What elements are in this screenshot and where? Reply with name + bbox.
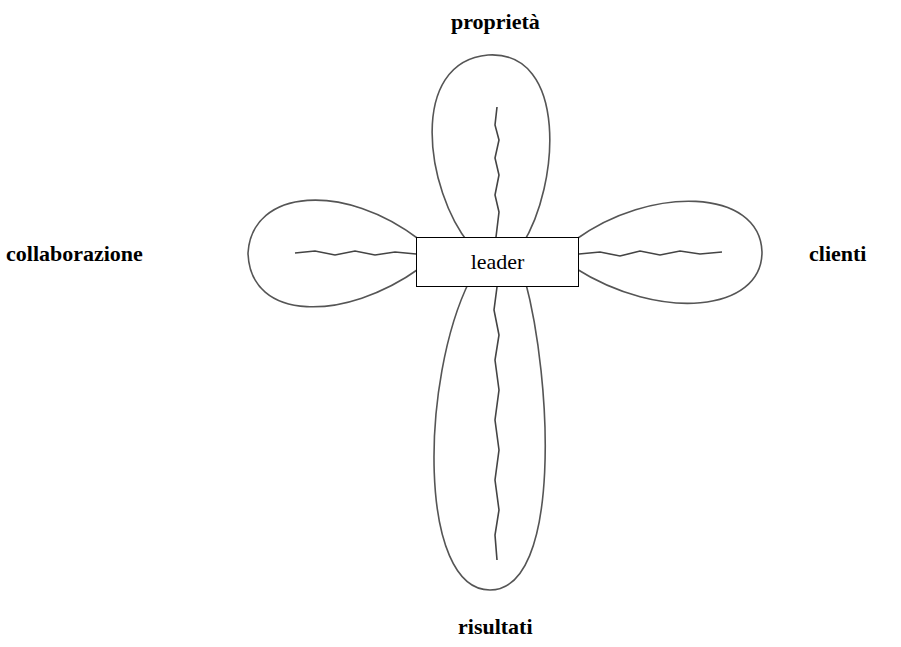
petal	[432, 55, 550, 245]
petal-label: collaborazione	[6, 241, 143, 267]
box-text: leader	[471, 249, 525, 275]
leader-box: leader	[416, 237, 579, 287]
petal-vein	[494, 287, 499, 560]
petal	[575, 201, 762, 303]
petal-label: proprietà	[451, 9, 540, 35]
petal-label: clienti	[809, 241, 866, 267]
petal-vein	[579, 251, 722, 256]
petal-vein	[495, 107, 499, 237]
petal	[248, 200, 420, 307]
petal-label: risultati	[458, 614, 533, 640]
petal	[434, 280, 545, 590]
petal-vein	[295, 251, 416, 255]
